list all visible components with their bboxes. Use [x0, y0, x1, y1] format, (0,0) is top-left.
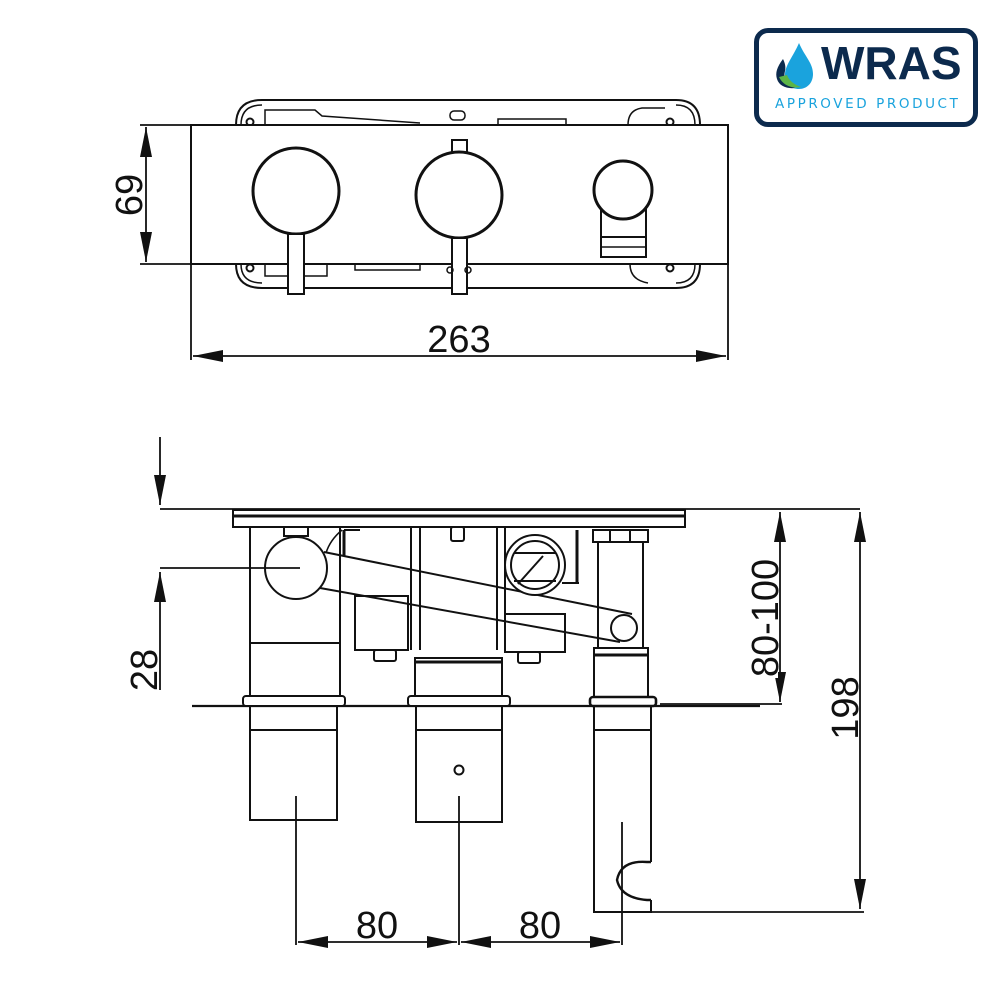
- diverter-knob-right: [592, 159, 654, 221]
- badge-title: WRAS: [821, 37, 962, 89]
- side-view: [160, 508, 860, 945]
- dim-offset-label: 28: [124, 649, 166, 691]
- dim-263: [190, 264, 729, 362]
- dim-198: [651, 512, 866, 913]
- dim-depth-label: 80-100: [745, 559, 787, 677]
- lever-handle-middle: [414, 150, 504, 240]
- water-drop-icon: [776, 43, 813, 89]
- dim-total-depth-label: 198: [825, 676, 867, 739]
- badge-subtitle: APPROVED PRODUCT: [775, 96, 961, 112]
- dim-width-label: 263: [427, 319, 490, 361]
- dim-spacing-right-label: 80: [519, 905, 561, 947]
- dim-69: [140, 124, 191, 265]
- front-view: [190, 99, 729, 295]
- dim-spacing-left-label: 80: [356, 905, 398, 947]
- dim-28: [154, 437, 300, 690]
- lever-handle-left: [251, 146, 341, 236]
- dim-height-label: 69: [109, 174, 151, 216]
- wras-approved-badge: WRAS APPROVED PRODUCT: [754, 28, 978, 127]
- dim-80-100: [660, 512, 786, 705]
